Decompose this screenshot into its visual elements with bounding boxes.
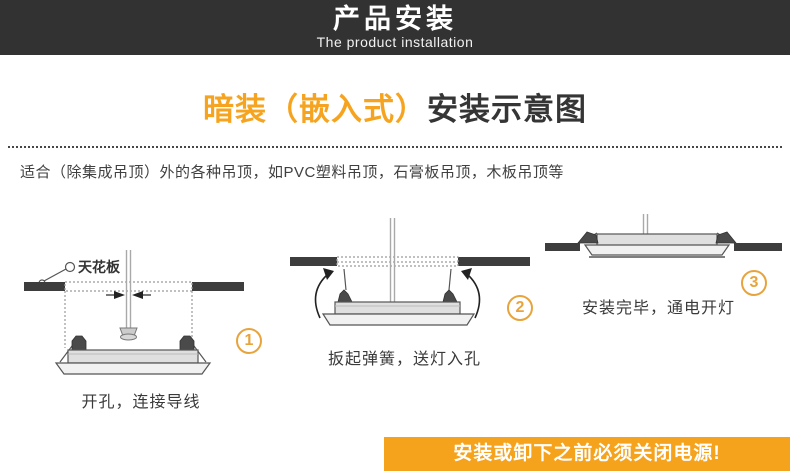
step1-caption: 开孔，连接导线	[81, 394, 201, 411]
step1-diagram: 天花板	[24, 250, 244, 375]
step1-number-badge: 1	[236, 328, 262, 354]
header-title-en: The product installation	[316, 34, 474, 51]
step2-number-badge: 2	[507, 295, 533, 321]
step2-diagram	[290, 218, 530, 326]
step3-number-badge: 3	[741, 270, 767, 296]
section-title-highlight: 暗装（嵌入式）	[203, 92, 427, 127]
spring-clip-left	[577, 231, 599, 244]
spring-wire-right	[448, 268, 452, 291]
step3-caption: 安装完毕，通电开灯	[582, 300, 736, 317]
flip-arrow-right	[466, 273, 481, 319]
ceiling-bar-right	[458, 257, 530, 266]
spring-wire-left	[343, 268, 347, 291]
cutout-dashed-outline	[64, 281, 193, 292]
ceiling-callout-label: 天花板	[78, 259, 121, 275]
warning-banner: 安装或卸下之前必须关闭电源!	[384, 437, 790, 471]
callout-circle	[64, 261, 76, 273]
ceiling-bar-right	[734, 243, 782, 251]
flip-arrow-left-head	[323, 268, 334, 280]
arrow-right-icon	[132, 291, 143, 299]
lamp-trim-ring	[54, 362, 212, 375]
description-text: 适合（除集成吊顶）外的各种吊顶，如PVC塑料吊顶，石膏板吊顶，木板吊顶等	[20, 164, 564, 181]
section-title-rest: 安装示意图	[427, 92, 587, 127]
flip-arrow-right-head	[461, 268, 472, 280]
callout-line	[43, 268, 67, 282]
lamp-trim-ring	[321, 313, 476, 326]
flip-arrow-left	[314, 273, 329, 319]
lamp-body	[334, 301, 461, 315]
lamp-body	[67, 349, 199, 364]
dotted-divider	[8, 146, 782, 148]
ceiling-bar-left	[290, 257, 337, 266]
ceiling-bar-left	[24, 282, 65, 291]
ceiling-bar-right	[192, 282, 244, 291]
step3-diagram	[545, 214, 782, 258]
spring-clip-left	[71, 335, 87, 351]
spring-clip-right	[715, 231, 737, 244]
ceiling-bar-left	[545, 243, 580, 251]
spring-clip-left	[337, 289, 353, 303]
section-title: 暗装（嵌入式）安装示意图	[0, 84, 790, 129]
header-banner: 产品安装 The product installation	[0, 0, 790, 55]
lamp-trim-ring	[583, 244, 731, 256]
step2-caption: 扳起弹簧，送灯入孔	[328, 351, 482, 368]
header-title-cn: 产品安装	[333, 3, 457, 34]
spring-clip-right	[179, 335, 195, 351]
lamp-body	[596, 233, 718, 247]
arrow-left-icon	[114, 291, 125, 299]
spring-clip-right	[442, 289, 458, 303]
